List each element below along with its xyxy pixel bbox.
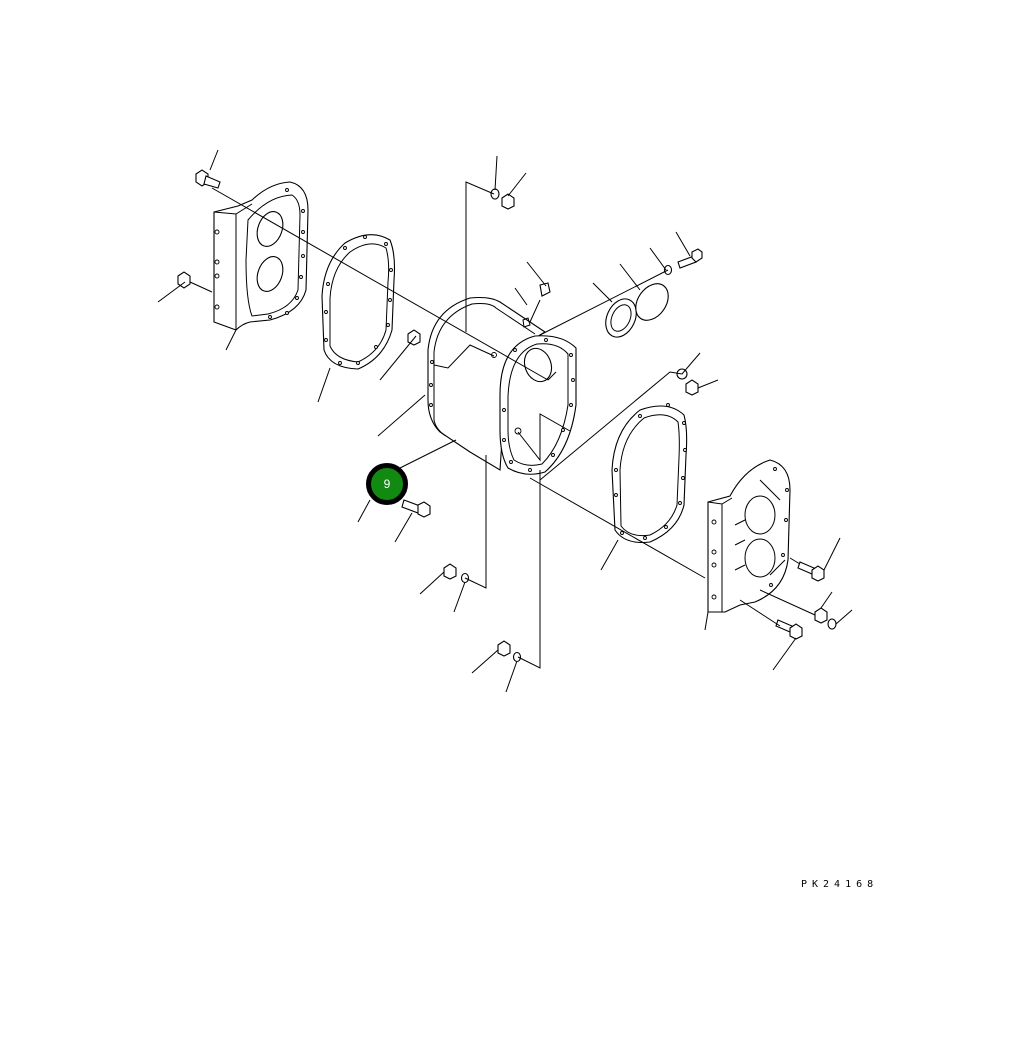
cover-bolt[interactable] — [677, 248, 703, 269]
leader-lines — [157, 149, 853, 693]
left-top-bolt[interactable] — [195, 169, 221, 189]
nut-right[interactable] — [685, 379, 699, 396]
lower-nut-1[interactable] — [443, 563, 457, 580]
small-round-cover[interactable] — [629, 278, 675, 327]
right-lower-bolt[interactable] — [775, 619, 803, 640]
left-cover-plate[interactable] — [213, 181, 309, 331]
right-upper-bolt[interactable] — [797, 561, 825, 582]
small-round-gasket[interactable] — [600, 294, 642, 342]
lower-nut-2[interactable] — [497, 640, 511, 657]
bolt-9[interactable] — [401, 499, 431, 518]
side-bolt[interactable] — [407, 329, 421, 346]
right-nut-washer[interactable] — [814, 607, 837, 630]
callout-9[interactable]: 9 — [366, 463, 408, 505]
right-cover-plate[interactable] — [707, 459, 791, 613]
lower-washer-2[interactable] — [512, 651, 522, 663]
housing-body[interactable] — [427, 296, 577, 475]
breather-plug[interactable] — [522, 282, 551, 328]
top-washer[interactable] — [490, 188, 500, 200]
right-gasket[interactable] — [611, 403, 688, 544]
drawing-code: PK24168 — [801, 879, 879, 890]
callout-number: 9 — [383, 477, 391, 491]
top-nut[interactable] — [501, 193, 515, 210]
left-gasket[interactable] — [321, 234, 396, 370]
left-nut[interactable] — [177, 271, 191, 289]
